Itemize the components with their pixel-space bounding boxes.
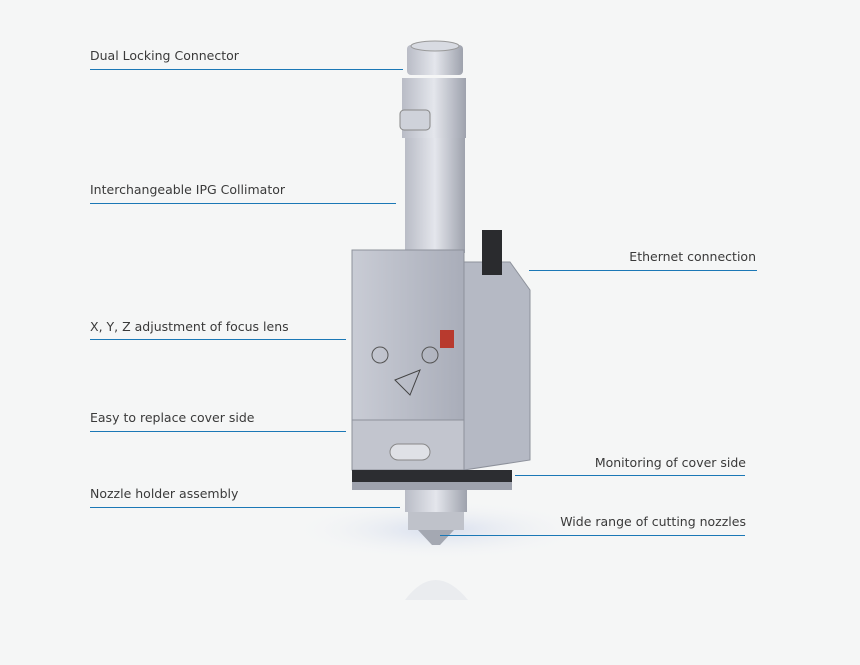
ethernet-port [482,230,502,275]
label-nozzle-holder: Nozzle holder assembly [90,486,239,501]
monitoring-side [463,261,531,471]
label-collimator: Interchangeable IPG Collimator [90,182,286,197]
nozzle-holder [405,490,467,512]
leader-line [90,69,403,70]
collimator [405,138,465,253]
leader-line [90,431,346,432]
nozzle [418,530,454,545]
leader-line [529,270,757,271]
label-dual-locking-connector: Dual Locking Connector [90,48,239,63]
connector-knob [407,45,463,75]
label-cover-side: Easy to replace cover side [90,410,255,425]
label-monitoring: Monitoring of cover side [594,455,746,470]
leader-line [90,339,346,340]
label-xyz-adjustment: X, Y, Z adjustment of focus lens [90,319,289,334]
leader-line [90,507,400,508]
leader-line [440,535,745,536]
leader-line [90,203,396,204]
label-ethernet: Ethernet connection [629,249,756,264]
leader-line [515,475,745,476]
label-cutting-nozzles: Wide range of cutting nozzles [560,514,746,529]
